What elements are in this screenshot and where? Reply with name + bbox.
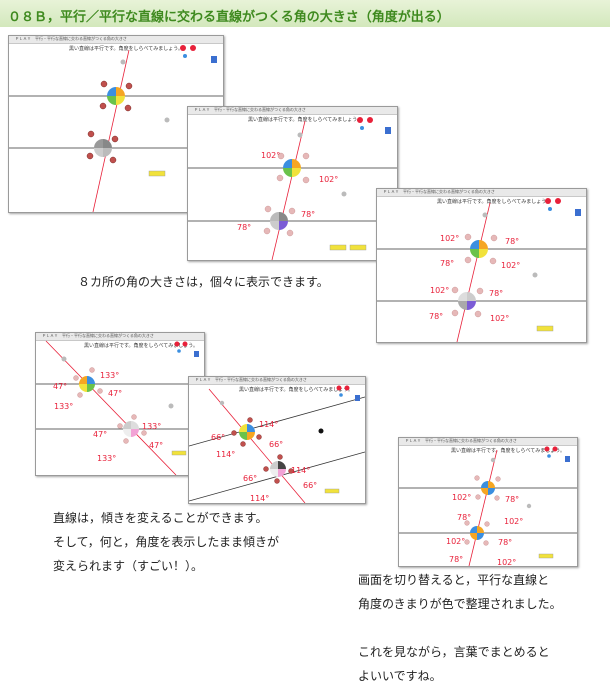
angle-label: 114° [259,420,278,429]
window-message: 黒い直線は平行です。角度をしらべてみましょう。 [451,448,566,454]
geometry-figure-6: 102° 78° 78° 102° 102° 78° 78° 102° [399,446,577,566]
pin-2 [164,117,170,123]
angle-label: 102° [452,493,471,502]
caption-line: これを見ながら，言葉でまとめると [358,645,550,659]
angle-label: 114° [216,450,235,459]
angle-label: 133° [142,422,161,431]
angle-label: 102° [319,175,338,184]
angle-label: 66° [211,433,225,442]
angle-label: 133° [100,371,119,380]
geometry-figure-5: 114° 66° 66° 114° 66° 114° 114° 66° [189,385,365,503]
angle-label: 78° [429,312,443,321]
geometry-figure-4: 133° 47° 47° 133° 47° 133° 133° 47° [36,340,204,475]
angle-label: 133° [54,402,73,411]
caption-line: 画面を切り替えると，平行な直線と [358,573,550,587]
caption-line: そして，何と，角度を表示したまま傾きが [53,535,279,549]
angle-label: 47° [149,441,163,450]
angle-label: 102° [490,314,509,323]
window-titlebar-text: ＰＬＡＹ 平行・平行な直線に交わる直線がつくる角の大きさ [194,107,306,112]
window-message: 黒い直線は平行です。角度をしらべてみましょう。 [248,117,363,123]
angle-label: 47° [53,382,67,391]
window-titlebar-text: ＰＬＡＹ 平行・平行な直線に交わる直線がつくる角の大きさ [383,189,495,194]
caption-line: 直線は，傾きを変えることができます。 [53,511,268,525]
caption-line: 変えられます（すごい！）。 [53,559,204,573]
window-message: 黒い直線は平行です。角度をしらべてみましょう。 [437,199,552,205]
window-titlebar-text: ＰＬＡＹ 平行・平行な直線に交わる直線がつくる角の大きさ [405,438,517,443]
caption-line [358,616,562,640]
angle-label: 66° [303,481,317,490]
angle-label: 78° [498,538,512,547]
window-titlebar: ＰＬＡＹ 平行・平行な直線に交わる直線がつくる角の大きさ [36,333,204,341]
angle-label: 102° [501,261,520,270]
screenshot-window-2: ＰＬＡＹ 平行・平行な直線に交わる直線がつくる角の大きさ 黒い直線は平行です。角… [187,106,398,261]
angle-label: 78° [440,259,454,268]
angle-label: 102° [497,558,516,566]
angle-label: 78° [301,210,315,219]
window-message: 黒い直線は平行です。角度をしらべてみましょう。 [69,46,184,52]
geometry-figure-1 [9,45,223,212]
window-titlebar-text: ＰＬＡＹ 平行・平行な直線に交わる直線がつくる角の大きさ [15,36,127,41]
angle-label: 78° [489,289,503,298]
window-titlebar-text: ＰＬＡＹ 平行・平行な直線に交わる直線がつくる角の大きさ [195,377,307,382]
window-titlebar-text: ＰＬＡＹ 平行・平行な直線に交わる直線がつくる角の大きさ [42,333,154,338]
angle-wheel-top [107,87,125,105]
angle-label: 102° [504,517,523,526]
pin-1 [120,59,126,65]
caption-line: 角度のきまりが色で整理されました。 [358,597,562,611]
caption-line: よいいですね。 [358,669,442,683]
caption-angles: ８カ所の角の大きさは，個々に表示できます。 [78,275,329,289]
angle-button [100,80,108,88]
angle-label: 66° [269,440,283,449]
window-message: 黒い直線は平行です。角度をしらべてみましょう。 [84,343,199,349]
window-titlebar: ＰＬＡＹ 平行・平行な直線に交わる直線がつくる角の大きさ [189,377,365,385]
geometry-figure-3: 102° 78° 78° 102° 102° 78° 78° 102° [377,198,586,342]
angle-label: 102° [430,286,449,295]
geometry-figure-2: 102° 102° 78° 78° [188,117,397,260]
angle-label: 114° [291,466,310,475]
angle-label: 78° [237,223,251,232]
angle-label: 102° [261,151,280,160]
angle-label: 66° [243,474,257,483]
angle-label: 114° [250,494,269,503]
screenshot-window-5: ＰＬＡＹ 平行・平行な直線に交わる直線がつくる角の大きさ 黒い直線は平行です。角… [188,376,366,504]
screenshot-window-6: ＰＬＡＹ 平行・平行な直線に交わる直線がつくる角の大きさ 黒い直線は平行です。角… [398,437,578,567]
angle-wheel-bottom [94,139,112,157]
angle-label: 102° [440,234,459,243]
angle-label: 102° [446,537,465,546]
title-banner: ０８Ｂ，平行／平行な直線に交わる直線がつくる角の大きさ（角度が出る） [0,0,610,27]
window-titlebar: ＰＬＡＹ 平行・平行な直線に交わる直線がつくる角の大きさ [399,438,577,446]
screenshot-window-4: ＰＬＡＹ 平行・平行な直線に交わる直線がつくる角の大きさ 黒い直線は平行です。角… [35,332,205,476]
angle-label: 78° [505,237,519,246]
angle-label: 78° [457,513,471,522]
angle-label: 78° [449,555,463,564]
angle-label: 133° [97,454,116,463]
angle-label: 78° [505,495,519,504]
window-message: 黒い直線は平行です。角度をしらべてみましょう。 [239,387,354,393]
screenshot-window-3: ＰＬＡＹ 平行・平行な直線に交わる直線がつくる角の大きさ 黒い直線は平行です。角… [376,188,587,343]
switch-button [148,170,166,177]
caption-summary: 画面を切り替えると，平行な直線と 角度のきまりが色で整理されました。 これを見な… [358,568,562,688]
angle-label: 47° [93,430,107,439]
window-titlebar: ＰＬＡＹ 平行・平行な直線に交わる直線がつくる角の大きさ [377,189,586,197]
caption-slope: 直線は，傾きを変えることができます。 そして，何と，角度を表示したまま傾きが 変… [53,506,279,578]
page-title: ０８Ｂ，平行／平行な直線に交わる直線がつくる角の大きさ（角度が出る） [8,10,450,25]
window-titlebar: ＰＬＡＹ 平行・平行な直線に交わる直線がつくる角の大きさ [188,107,397,115]
window-titlebar: ＰＬＡＹ 平行・平行な直線に交わる直線がつくる角の大きさ [9,36,223,44]
angle-label: 47° [108,389,122,398]
